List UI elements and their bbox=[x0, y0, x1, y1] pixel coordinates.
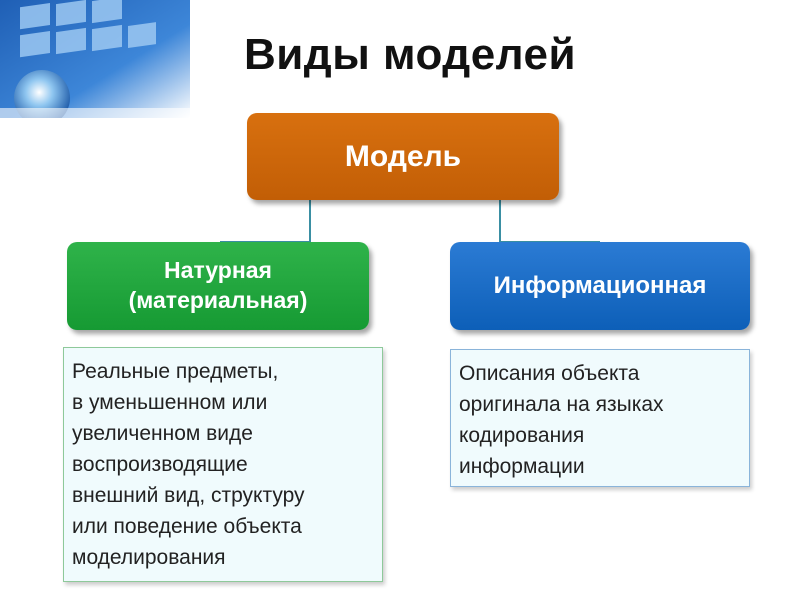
model-root-node: Модель bbox=[247, 113, 559, 200]
information-model-description-box: Описания объекта оригинала на языках код… bbox=[450, 349, 750, 487]
natural-model-description: Реальные предметы, в уменьшенном или уве… bbox=[72, 360, 305, 569]
information-model-node: Информационная bbox=[450, 242, 750, 330]
natural-model-node: Натурная (материальная) bbox=[67, 242, 369, 330]
windows-logo-decoration bbox=[0, 0, 190, 118]
information-model-label: Информационная bbox=[493, 272, 707, 300]
natural-model-description-box: Реальные предметы, в уменьшенном или уве… bbox=[63, 347, 383, 582]
natural-model-label: Натурная (материальная) bbox=[128, 257, 308, 313]
page-title: Виды моделей bbox=[243, 30, 577, 79]
model-root-label: Модель bbox=[344, 140, 462, 173]
information-model-description: Описания объекта оригинала на языках код… bbox=[459, 362, 664, 478]
